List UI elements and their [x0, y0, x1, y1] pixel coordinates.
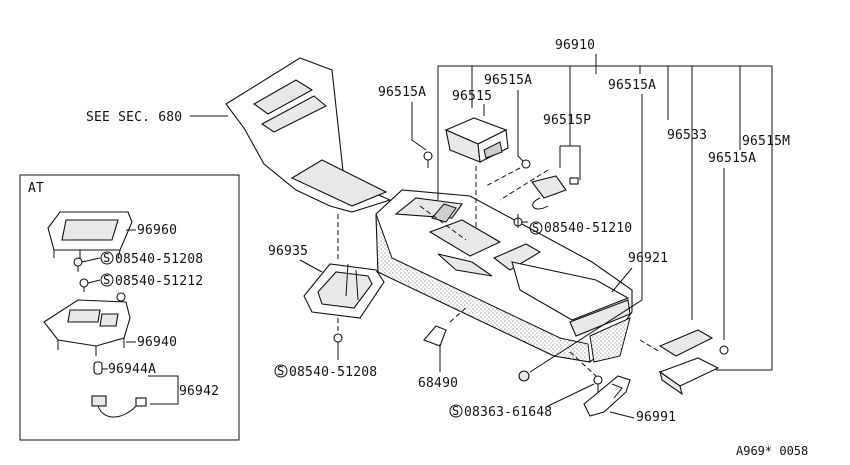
screw-symbol: S — [103, 251, 110, 265]
label-96515a-1: 96515A — [378, 85, 426, 100]
part-96935-shift-boot — [303, 263, 385, 319]
part-68490-bracket — [423, 325, 447, 347]
label-96515a-4: 96515A — [708, 151, 756, 166]
clip-96515a-3 — [518, 370, 530, 382]
part-96991-bracket — [583, 375, 631, 417]
clip-96515a-4 — [719, 345, 729, 355]
inset-border — [19, 174, 240, 441]
label-96515p: 96515P — [543, 113, 591, 128]
screw-symbol: S — [532, 221, 539, 235]
label-68490: 68490 — [418, 376, 458, 391]
screw-symbol-icon — [100, 273, 114, 287]
screw-08540-51212 — [79, 278, 89, 292]
part-96944a-bulb — [93, 361, 103, 375]
label-96533: 96533 — [667, 128, 707, 143]
part-96533-lid — [658, 329, 714, 357]
label-96942: 96942 — [179, 384, 219, 399]
clip-96515a-1 — [423, 151, 433, 168]
part-96921-console-body — [375, 189, 633, 363]
finisher-panel-sec680 — [225, 57, 392, 213]
part-96940-cover — [43, 299, 131, 356]
label-96910: 96910 — [555, 38, 595, 53]
label-96960: 96960 — [137, 223, 177, 238]
label-96935: 96935 — [268, 244, 308, 259]
label-08363-61648: 08363-61648 — [464, 405, 552, 420]
label-96991: 96991 — [636, 410, 676, 425]
label-96940: 96940 — [137, 335, 177, 350]
part-96515-cup-holder — [444, 117, 509, 163]
label-08540-51208-main: 08540-51208 — [289, 365, 377, 380]
part-96515p-switch — [531, 175, 579, 210]
screw-symbol-icon — [100, 251, 114, 265]
clip-96515a-2 — [521, 159, 531, 169]
label-96921: 96921 — [628, 251, 668, 266]
screw-symbol: S — [277, 364, 284, 378]
inset-title: AT — [28, 181, 44, 196]
screw-08540-51208-main — [333, 333, 343, 350]
screw-symbol-icon — [274, 364, 288, 378]
label-96515: 96515 — [452, 89, 492, 104]
label-96515a-2: 96515A — [484, 73, 532, 88]
label-08540-51208-at: 08540-51208 — [115, 252, 203, 267]
label-96515m: 96515M — [742, 134, 790, 149]
screw-symbol: S — [103, 273, 110, 287]
screw-08363-61648 — [593, 375, 603, 392]
part-96942-harness — [91, 395, 147, 418]
screw-symbol-icon — [529, 221, 543, 235]
label-96944a: 96944A — [108, 362, 156, 377]
part-96960-bezel — [47, 211, 133, 259]
label-08540-51212: 08540-51212 — [115, 274, 203, 289]
diagram-code: A969* 0058 — [736, 444, 808, 458]
label-08540-51210: 08540-51210 — [544, 221, 632, 236]
screw-symbol: S — [452, 404, 459, 418]
screw-08540-51208-at — [73, 257, 83, 272]
screw-symbol-icon — [449, 404, 463, 418]
at-inset-box: AT 96960 S 08540-51208 S 08540-51212 — [19, 174, 240, 441]
label-see-sec-680: SEE SEC. 680 — [86, 110, 182, 125]
part-96515m-pocket — [658, 357, 720, 396]
label-96515a-3: 96515A — [608, 78, 656, 93]
